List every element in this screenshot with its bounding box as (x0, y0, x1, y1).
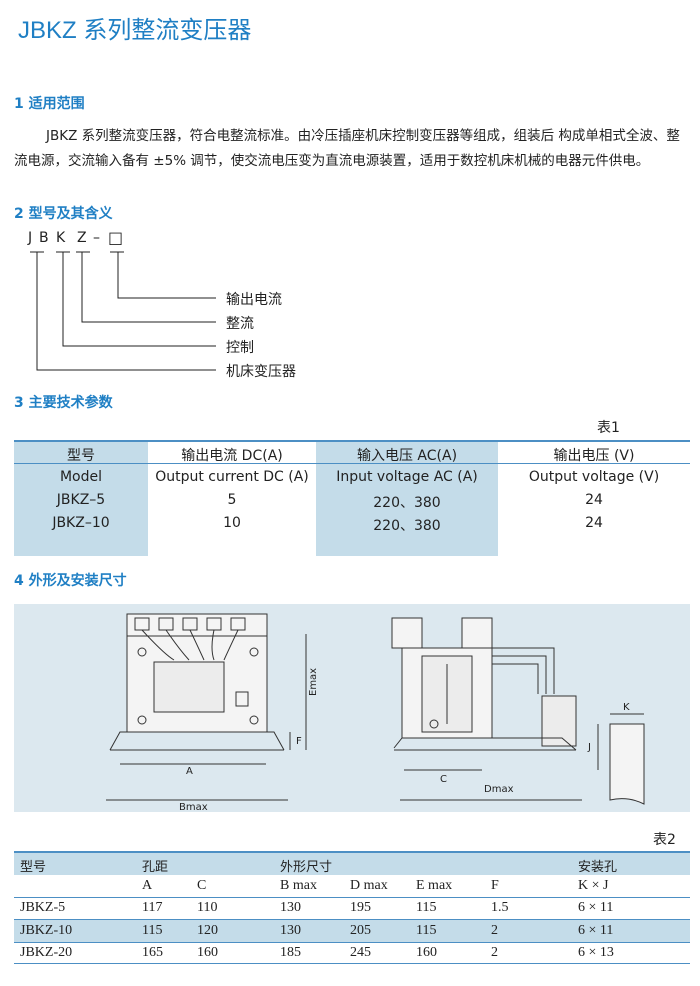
table2-row3-kj: 6 × 13 (578, 945, 614, 960)
table2-header-outline: 外形尺寸 (280, 860, 333, 875)
table2-row1-kj: 6 × 11 (578, 900, 614, 915)
table2-row: JBKZ-20 165 160 185 245 160 2 6 × 13 (14, 942, 690, 964)
dim-label-bmax: Bmax (179, 802, 208, 812)
table1-header-en-input-voltage: Input voltage AC (A) (336, 469, 478, 485)
code-box: □ (108, 228, 124, 247)
code-dash: – (93, 230, 100, 246)
table2-row2-c: 120 (197, 923, 218, 938)
model-code-lines (30, 251, 216, 371)
table1-row1-input-voltage: 220、380 (373, 495, 441, 511)
section-2-heading: 2 型号及其含义 (14, 206, 113, 222)
table2-row2-f: 2 (491, 923, 498, 938)
table2-sub-header-row: A C B max D max E max F K × J (14, 875, 690, 897)
model-code-diagram: J B K Z – □ 输出电流 整流 控制 机床变压器 (26, 228, 326, 380)
table2-row3-f: 2 (491, 945, 498, 960)
table2-row1-model: JBKZ-5 (20, 900, 66, 915)
table2-row3-a: 165 (142, 945, 163, 960)
code-letter-k: K (56, 230, 66, 246)
table2-row1-dmax: 195 (350, 900, 371, 915)
table2-sub-emax: E max (416, 878, 453, 893)
section-1-heading: 1 适用范围 (14, 96, 85, 112)
table2-row: JBKZ-5 117 110 130 195 115 1.5 6 × 11 (14, 897, 690, 919)
table1-header-cn-model: 型号 (67, 448, 95, 464)
table1-col-model (14, 442, 148, 556)
table2-row3-dmax: 245 (350, 945, 371, 960)
table2-sub-kj: K × J (578, 878, 609, 893)
dim-label-a: A (186, 766, 193, 777)
table2-row1-c: 110 (197, 900, 218, 915)
table2-row2-emax: 115 (416, 923, 437, 938)
table1-row1-output-current: 5 (227, 492, 237, 508)
dim-label-dmax: Dmax (484, 784, 514, 795)
table2-divider-1 (14, 897, 690, 898)
table2-header-mount-hole: 安装孔 (578, 860, 618, 875)
table2-divider-2 (14, 919, 690, 920)
section-3-heading: 3 主要技术参数 (14, 395, 113, 411)
table2-sub-dmax: D max (350, 878, 388, 893)
table2-header-model: 型号 (20, 860, 47, 875)
table1-row2-model: JBKZ–10 (52, 515, 110, 531)
table1-header-cn-input-voltage: 输入电压 AC(A) (356, 448, 458, 464)
table1-row2-output-voltage: 24 (585, 515, 603, 531)
section-4-heading: 4 外形及安装尺寸 (14, 573, 127, 589)
table2-group-header-row: 型号 孔距 外形尺寸 安装孔 (14, 853, 690, 875)
table2-row3-bmax: 185 (280, 945, 301, 960)
dimensions-table: 型号 孔距 外形尺寸 安装孔 A C B max D max E max F K… (14, 851, 690, 964)
meaning-control: 控制 (226, 340, 254, 356)
table2-row1-a: 117 (142, 900, 163, 915)
table1-header-en-output-current: Output current DC (A) (155, 469, 309, 485)
table1-caption: 表1 (597, 420, 620, 436)
code-letter-b: B (39, 230, 49, 246)
table1-header-cn-output-current: 输出电流 DC(A) (181, 448, 283, 464)
table2-divider-3 (14, 942, 690, 943)
dim-label-emax: Emax (308, 668, 319, 696)
table1-header-divider (14, 463, 690, 464)
dim-label-k: K (623, 702, 630, 713)
dimension-drawing-svg: A Bmax Emax F C Dmax K J (106, 613, 645, 813)
table2-row2-kj: 6 × 11 (578, 923, 614, 938)
table2-sub-c: C (197, 878, 207, 893)
table2-row2-model: JBKZ-10 (20, 923, 73, 938)
table2-row1-f: 1.5 (491, 900, 509, 915)
table2-row2-bmax: 130 (280, 923, 301, 938)
code-letter-j: J (28, 230, 33, 246)
table1-row1-output-voltage: 24 (585, 492, 603, 508)
meaning-output-current: 输出电流 (226, 292, 282, 308)
dim-label-j: J (587, 742, 591, 753)
table2-sub-bmax: B max (280, 878, 317, 893)
meaning-rectifier: 整流 (226, 316, 254, 332)
table2-row3-c: 160 (197, 945, 218, 960)
table2-header-hole-spacing: 孔距 (142, 860, 169, 875)
table2-row2-dmax: 205 (350, 923, 371, 938)
table2-row3-model: JBKZ-20 (20, 945, 73, 960)
table2-row3-emax: 160 (416, 945, 437, 960)
tech-params-table: 型号 输出电流 DC(A) 输入电压 AC(A) 输出电压 (V) Model … (14, 440, 690, 556)
table2-row1-bmax: 130 (280, 900, 301, 915)
scope-paragraph: JBKZ 系列整流变压器，符合电整流标准。由冷压插座机床控制变压器等组成，组装后… (14, 128, 680, 169)
code-letter-z: Z (77, 230, 87, 246)
table2-caption: 表2 (653, 832, 676, 848)
table1-row1-model: JBKZ–5 (56, 492, 106, 508)
table1-header-cn-output-voltage: 输出电压 (V) (553, 448, 635, 464)
table2-row: JBKZ-10 115 120 130 205 115 2 6 × 11 (14, 920, 690, 942)
table2-bottom-border (14, 963, 690, 964)
table1-header-en-model: Model (59, 469, 103, 485)
table2-row1-emax: 115 (416, 900, 437, 915)
table2-sub-a: A (142, 878, 153, 893)
table1-row2-output-current: 10 (223, 515, 241, 531)
table1-col-input-voltage (316, 442, 498, 556)
dimension-drawing: A Bmax Emax F C Dmax K J (14, 604, 690, 813)
page-title: JBKZ 系列整流变压器 (18, 17, 252, 44)
dim-label-f: F (296, 736, 302, 747)
dim-label-c: C (440, 774, 447, 785)
table2-sub-f: F (491, 878, 499, 893)
table2-row2-a: 115 (142, 923, 163, 938)
meaning-machine-transformer: 机床变压器 (226, 364, 296, 380)
table2-top-border (14, 851, 690, 853)
table1-header-en-output-voltage: Output voltage (V) (528, 469, 660, 485)
table1-row2-input-voltage: 220、380 (373, 518, 441, 534)
